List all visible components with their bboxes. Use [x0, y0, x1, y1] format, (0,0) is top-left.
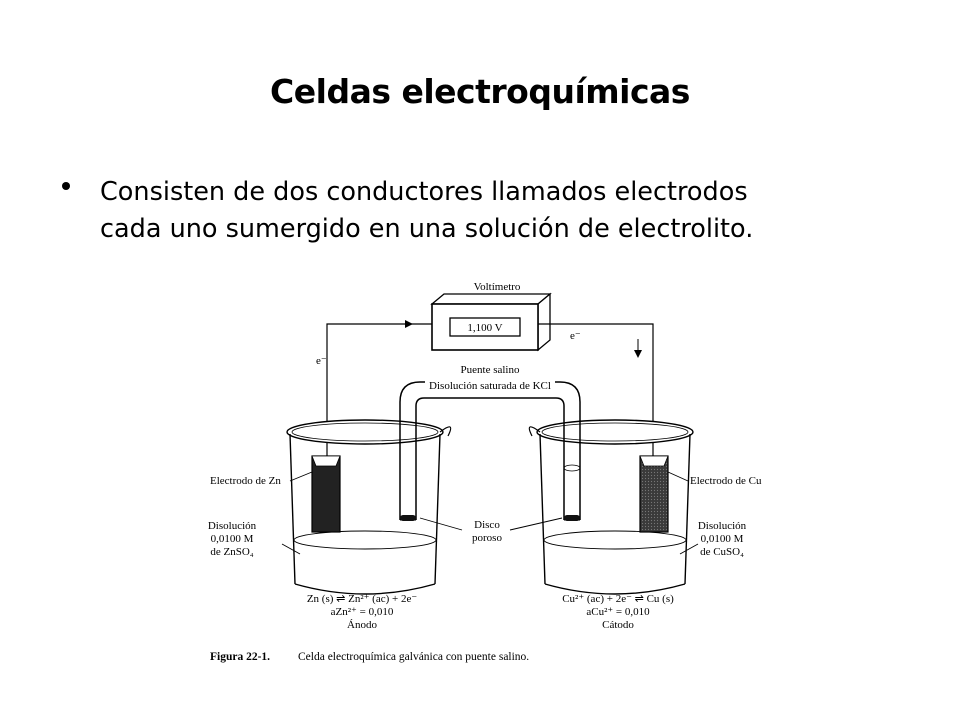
left-solution-line1: Disolución	[208, 520, 257, 532]
voltmeter-reading: 1,100 V	[467, 322, 502, 334]
cathode-reaction: Cu²⁺ (ac) + 2e⁻ ⇌ Cu (s)	[562, 593, 674, 605]
bullet-line-1: Consisten de dos conductores llamados el…	[100, 177, 748, 207]
electron-label-right: e⁻	[570, 330, 581, 342]
right-solution-line3: de CuSO₄	[700, 546, 744, 558]
figure-caption-text: Celda electroquímica galvánica con puent…	[298, 651, 529, 663]
salt-bridge	[399, 381, 581, 521]
voltmeter: 1,100 V	[430, 292, 552, 352]
left-solution-line2: 0,0100 M	[211, 533, 254, 545]
anode-label: Ánodo	[347, 619, 377, 631]
right-solution-line1: Disolución	[698, 520, 747, 532]
cathode-label: Cátodo	[602, 619, 634, 631]
wire-right	[538, 323, 654, 457]
copper-electrode-label: Electrodo de Cu	[690, 475, 762, 487]
bullet-dot	[62, 182, 70, 190]
anode-activity: aZn²⁺ = 0,010	[331, 606, 394, 618]
galvanic-cell-diagram: 1,100 V Voltímetro e⁻ e⁻ Puente sal	[208, 282, 762, 663]
electron-label-left: e⁻	[316, 355, 327, 367]
porous-disk-left	[400, 515, 416, 521]
zinc-electrode	[311, 455, 341, 533]
left-solution-line3: de ZnSO₄	[210, 546, 253, 558]
porous-disk-label-line2: poroso	[472, 532, 502, 544]
zinc-electrode-label: Electrodo de Zn	[210, 475, 281, 487]
bullet-item: Consisten de dos conductores llamados el…	[62, 174, 922, 248]
porous-disk-label-line1: Disco	[474, 519, 500, 531]
anode-reaction: Zn (s) ⇌ Zn²⁺ (ac) + 2e⁻	[307, 593, 418, 605]
porous-disk-right	[564, 515, 580, 521]
right-beaker	[528, 419, 694, 595]
bullet-text: Consisten de dos conductores llamados el…	[100, 174, 922, 248]
voltmeter-display	[449, 317, 521, 337]
bullet-line-2: cada uno sumergido en una solución de el…	[100, 214, 754, 244]
right-solution-line2: 0,0100 M	[701, 533, 744, 545]
left-beaker	[286, 419, 452, 595]
voltmeter-label: Voltímetro	[474, 282, 521, 293]
salt-bridge-label: Puente salino	[461, 364, 520, 376]
figure-caption-label: Figura 22-1.	[210, 651, 270, 663]
cathode-activity: aCu²⁺ = 0,010	[586, 606, 650, 618]
copper-electrode	[639, 455, 669, 533]
slide-title: Celdas electroquímicas	[270, 72, 690, 111]
salt-bridge-solution-label: Disolución saturada de KCl	[429, 380, 551, 392]
